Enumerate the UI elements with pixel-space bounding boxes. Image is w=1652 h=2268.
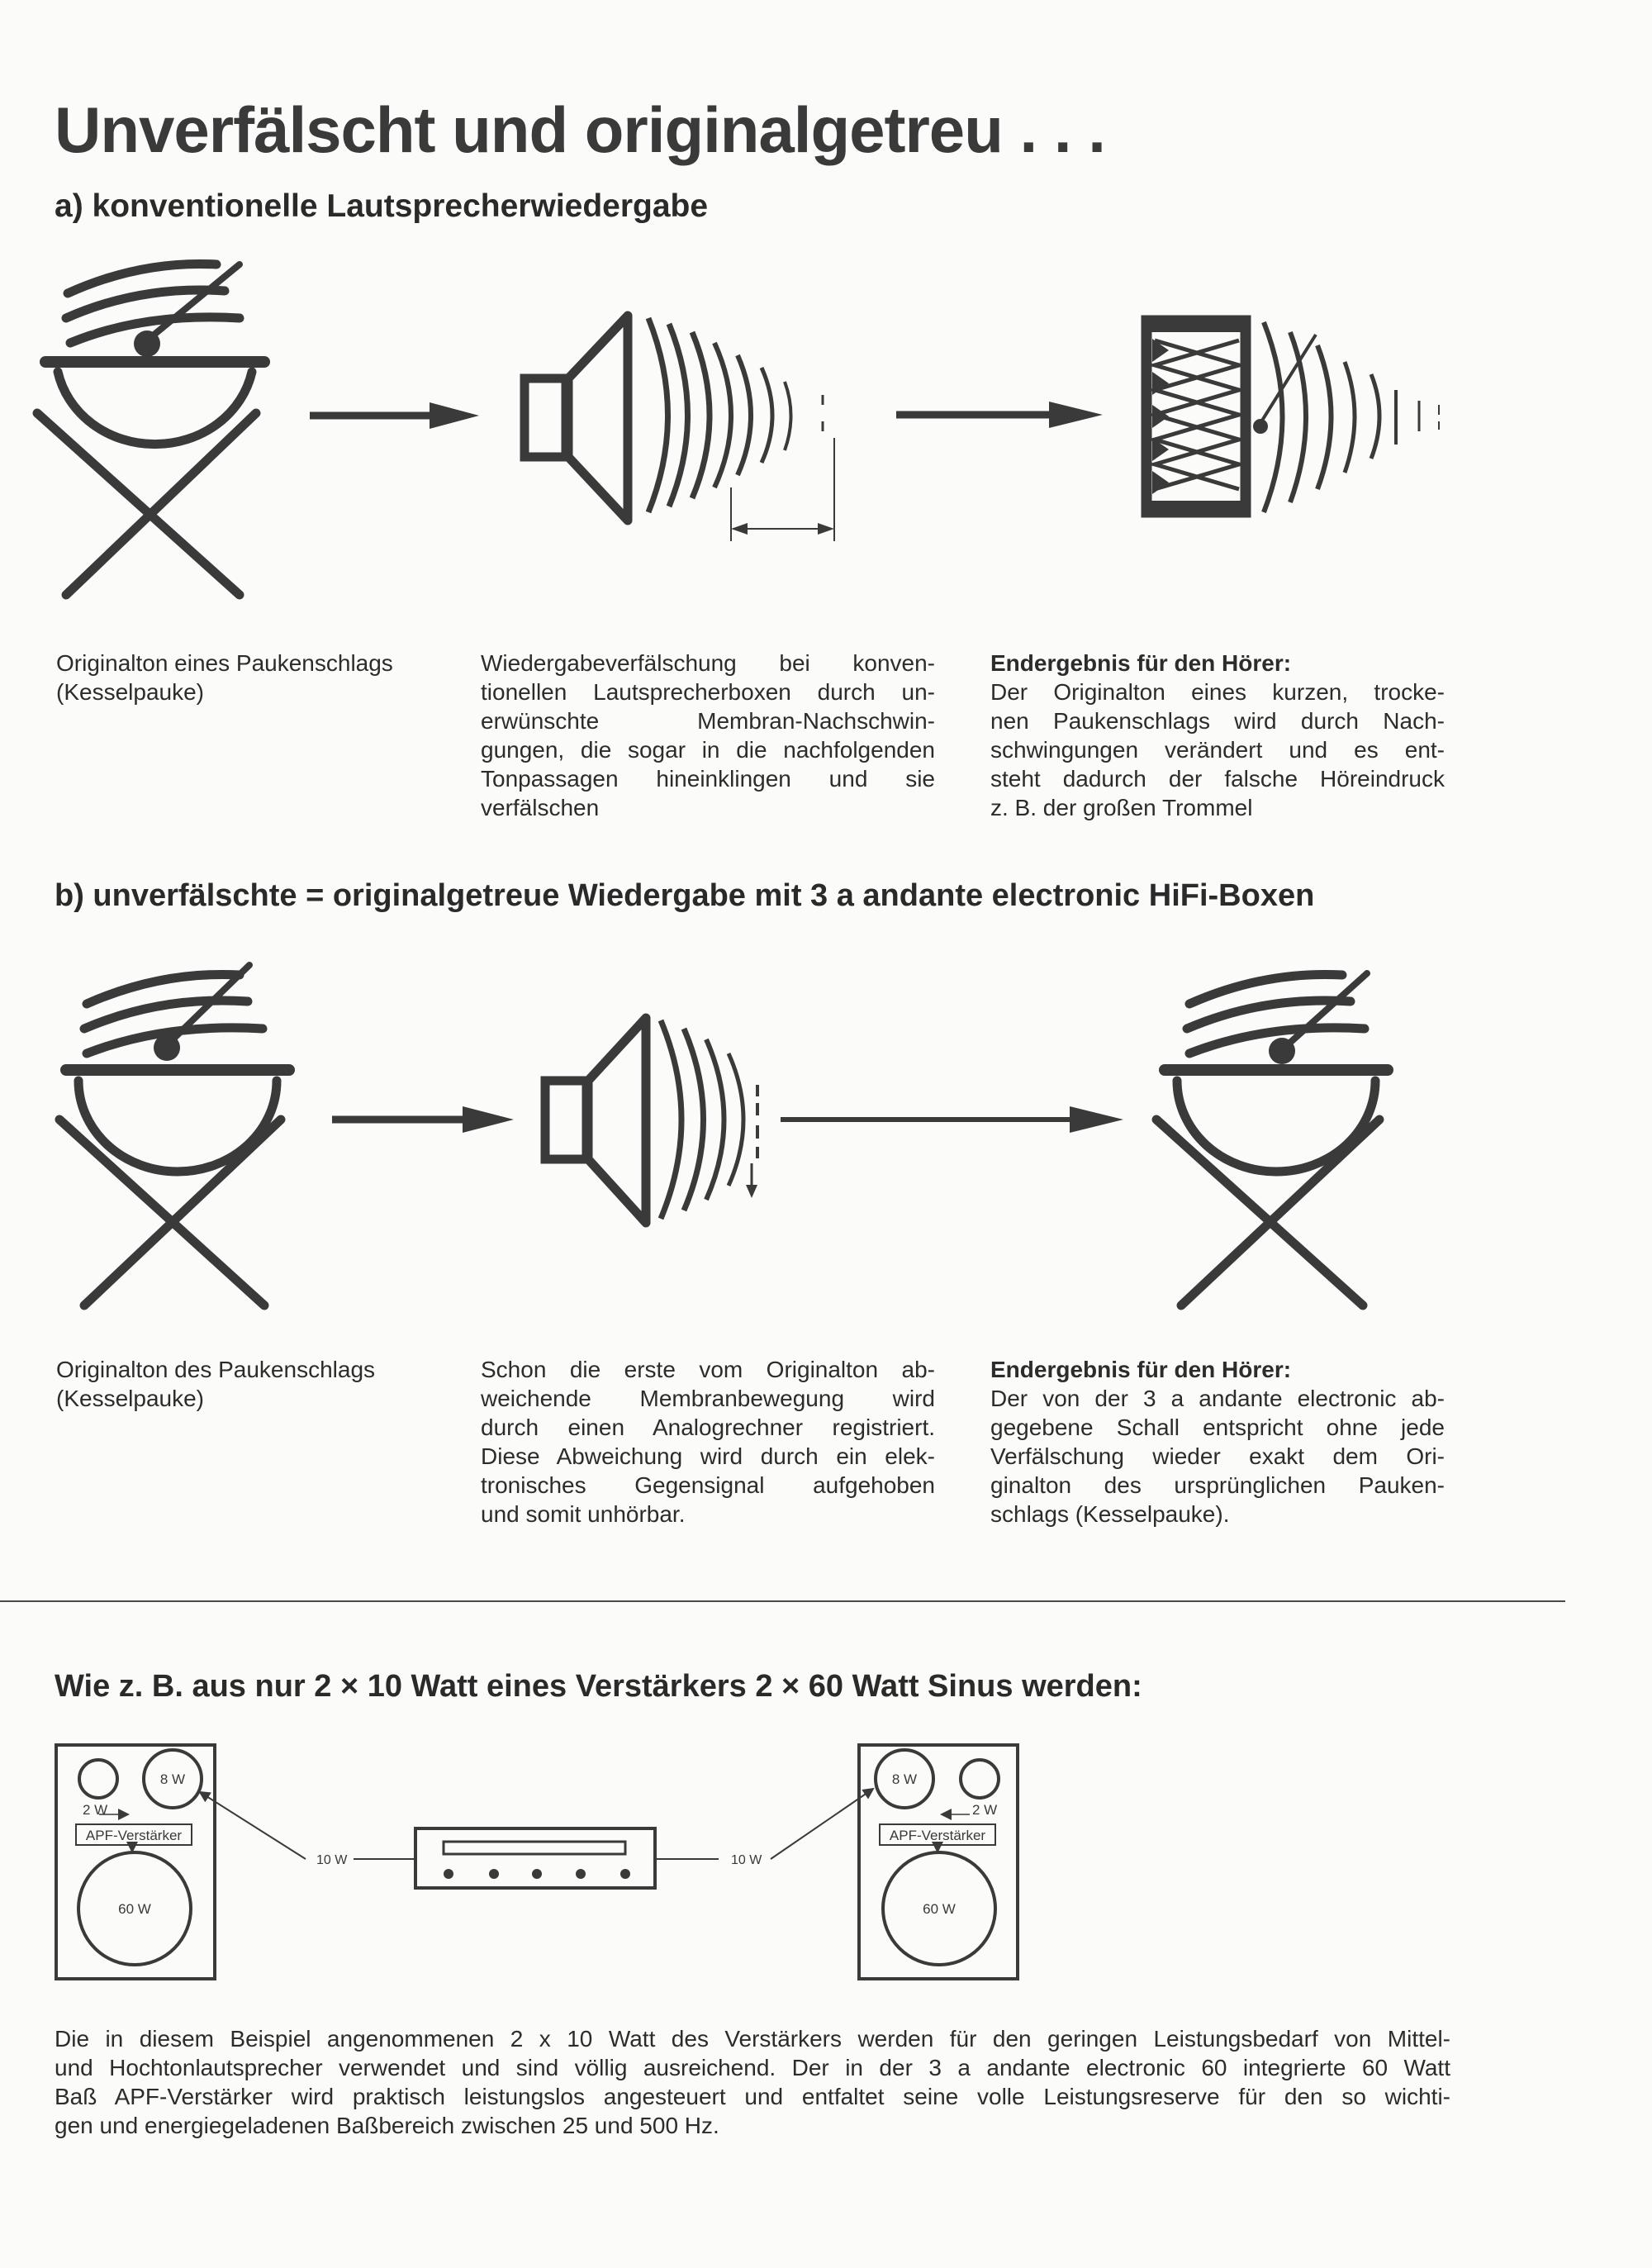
section-a-col3: Endergebnis für den Hörer: Der Originalt… [990,650,1445,820]
kettle-drum-icon [55,962,295,1310]
section-b-col3: Endergebnis für den Hörer: Der von der 3… [990,1357,1445,1527]
section-a-col2: Wiedergabeverfälschung bei konven- tione… [481,650,935,820]
arrow-icon [896,402,1103,428]
midrange-icon [874,1748,935,1809]
feed-label: 10 W [731,1853,762,1867]
speaker-box-right [857,1743,1019,1980]
mid-label: 8 W [892,1771,917,1787]
amplifier-icon [414,1827,657,1890]
section-a-col1: Originalton eines Paukenschlags (Kesselp… [56,650,393,705]
section-a-illustration [32,259,1440,600]
bass-label: 60 W [923,1901,956,1917]
apf-label: APF-Verstärker [86,1828,183,1843]
explanation-paragraph: Die in diesem Beispiel angenommenen 2 x … [55,2026,1450,2138]
tweeter-icon [78,1758,119,1800]
arrow-icon [332,1106,514,1133]
result-heading: Endergebnis für den Hörer: [990,1357,1292,1382]
amplifier-diagram: 2 W 8 W APF-Verstärker 60 W 10 W 10 W 8 … [55,1743,1019,1980]
page-title: Unverfälscht und originalgetreu . . . [55,93,1106,166]
section-b-illustration [55,962,1393,1310]
kettle-drum-icon [1151,969,1393,1310]
speaker-icon [520,311,835,541]
bass-drum-icon [1141,315,1440,518]
feed-label: 10 W [316,1853,348,1867]
mid-label: 8 W [160,1771,185,1787]
speaker-icon [540,1013,759,1228]
apf-label: APF-Verstärker [890,1828,986,1843]
tweeter-label: 2 W [972,1802,997,1818]
section-b-col2: Schon die erste vom Originalton ab- weic… [481,1357,935,1527]
tweeter-icon [959,1758,1000,1800]
result-heading: Endergebnis für den Hörer: [990,650,1292,676]
midrange-icon [142,1748,203,1809]
section-b-heading: b) unverfälschte = originalgetreue Wiede… [55,878,1315,913]
section-a-heading: a) konventionelle Lautsprecherwiedergabe [55,188,709,224]
tweeter-label: 2 W [83,1802,107,1818]
speaker-box-left [55,1743,216,1980]
bass-label: 60 W [118,1901,151,1917]
arrow-icon [310,402,479,429]
section-c-heading: Wie z. B. aus nur 2 × 10 Watt eines Vers… [55,1669,1142,1704]
kettle-drum-icon [32,259,270,600]
section-divider [0,1600,1565,1602]
section-b-col1: Originalton des Paukenschlags (Kesselpau… [56,1357,376,1411]
arrow-icon [781,1106,1123,1133]
